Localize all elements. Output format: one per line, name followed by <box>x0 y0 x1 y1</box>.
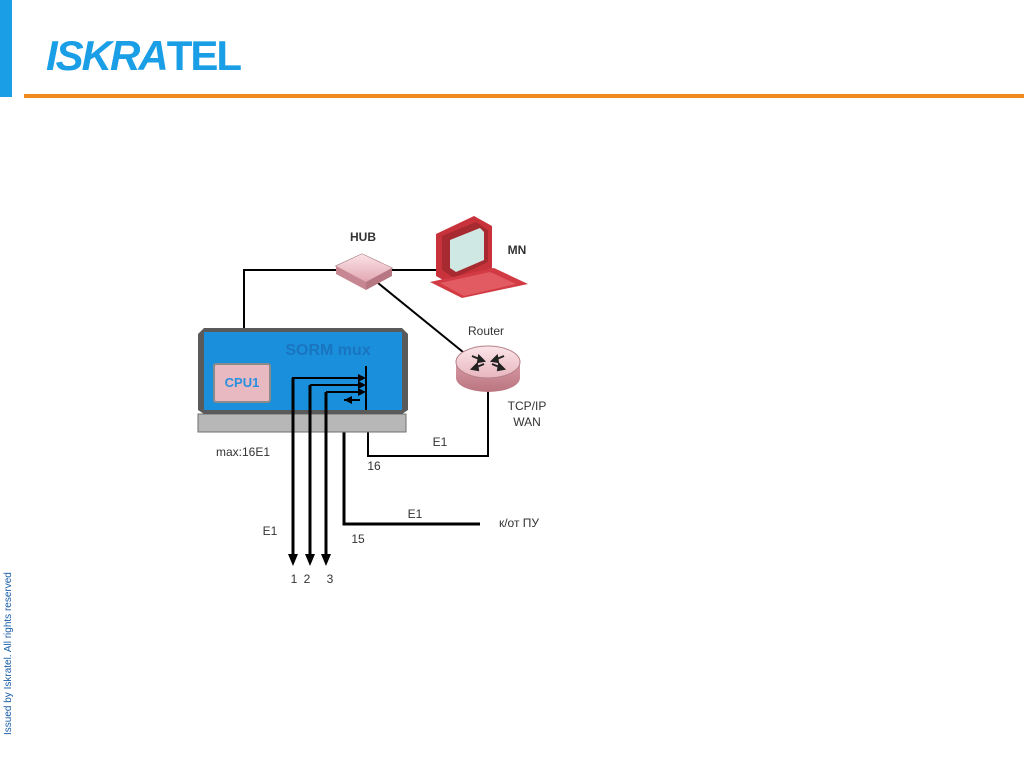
max-e1-label: max:16E1 <box>216 445 270 459</box>
cpu1-board <box>213 363 271 403</box>
router-label: Router <box>468 324 504 338</box>
mn-label: MN <box>508 243 527 257</box>
output-2-label: 2 <box>304 572 311 586</box>
iskratel-logo: ISKRATEL <box>46 30 242 82</box>
hub-device <box>334 253 394 290</box>
header-rule <box>24 94 1024 98</box>
output-3-label: 3 <box>327 572 334 586</box>
logo-part2: TEL <box>166 32 242 79</box>
output-1-label: 1 <box>291 572 298 586</box>
mn-workstation-icon <box>430 216 528 298</box>
pu-label: к/от ПУ <box>499 516 539 530</box>
router-device <box>455 345 521 392</box>
e1-bus-lines <box>288 366 367 566</box>
e1-pu-label: E1 <box>408 507 423 521</box>
sorm-mux-device: SORM mux CPU1 <box>197 328 408 433</box>
sorm-mux-label: SORM mux <box>285 342 370 359</box>
wan-label-line1: TCP/IP <box>508 399 547 413</box>
channel-15-label: 15 <box>351 532 365 546</box>
wan-label-line2: WAN <box>513 415 541 429</box>
channel-16-label: 16 <box>367 459 381 473</box>
e1-wan-label: E1 <box>433 435 448 449</box>
e1-outputs-label: E1 <box>263 524 278 538</box>
left-accent-bar <box>0 0 12 97</box>
logo-part1: ISKRA <box>46 32 169 79</box>
cpu1-label: CPU1 <box>225 375 260 390</box>
hub-label: HUB <box>350 230 376 244</box>
